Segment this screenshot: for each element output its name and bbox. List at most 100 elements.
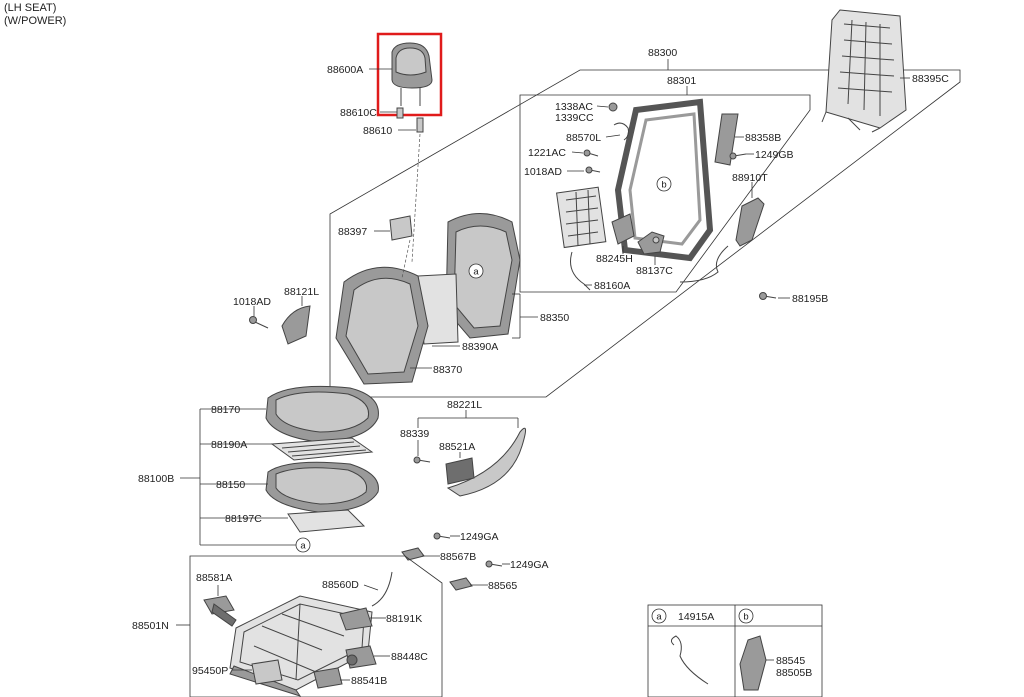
label-88570L[interactable]: 88570L <box>566 132 601 144</box>
bolt-1018AD-top <box>585 166 601 174</box>
label-14915A[interactable]: 14915A <box>678 611 714 623</box>
motor-88191K[interactable] <box>339 607 373 631</box>
label-88150[interactable]: 88150 <box>216 479 245 491</box>
label-88397[interactable]: 88397 <box>338 226 367 238</box>
bracket-88245H[interactable] <box>611 213 635 245</box>
label-88221L[interactable]: 88221L <box>447 399 482 411</box>
cover-88565[interactable] <box>449 577 473 591</box>
label-88358B[interactable]: 88358B <box>745 132 781 144</box>
label-88100B[interactable]: 88100B <box>138 473 174 485</box>
label-88137C[interactable]: 88137C <box>636 265 673 277</box>
parts-88545-88505B[interactable] <box>739 635 767 691</box>
label-88121L[interactable]: 88121L <box>284 286 319 298</box>
clip-14915A[interactable] <box>670 635 709 685</box>
svg-text:b: b <box>661 180 666 191</box>
bracket-88358B[interactable] <box>714 113 739 166</box>
bracket-88137C[interactable] <box>637 231 665 255</box>
header-w-power: (W/POWER) <box>4 15 67 27</box>
label-88190A[interactable]: 88190A <box>211 439 247 451</box>
label-88610C[interactable]: 88610C <box>340 107 377 119</box>
label-88191K[interactable]: 88191K <box>386 613 422 625</box>
module-95450P[interactable] <box>251 659 283 685</box>
label-88505B[interactable]: 88505B <box>776 667 812 679</box>
cover-88567B[interactable] <box>401 547 425 561</box>
cover-88397[interactable] <box>389 215 413 241</box>
label-95450P[interactable]: 95450P <box>192 665 228 677</box>
back-frame-88301[interactable] <box>556 98 714 262</box>
callout-b-frame: b <box>656 176 672 192</box>
leader-88570L <box>605 134 621 138</box>
label-88339[interactable]: 88339 <box>400 428 429 440</box>
label-1249GB[interactable]: 1249GB <box>755 149 794 161</box>
screw-88339 <box>413 456 431 464</box>
motor-88581A[interactable] <box>203 595 237 627</box>
cushion-cover-88170[interactable] <box>265 385 379 443</box>
side-cover-88121L[interactable] <box>281 305 311 345</box>
label-88545[interactable]: 88545 <box>776 655 805 667</box>
label-88565[interactable]: 88565 <box>488 580 517 592</box>
label-1249GA-b[interactable]: 1249GA <box>510 559 549 571</box>
callout-a-cushion: a <box>295 537 311 553</box>
motor-88541B[interactable] <box>313 667 343 689</box>
motor-88448C[interactable] <box>345 645 377 669</box>
leader-1338AC <box>596 105 609 108</box>
svg-text:a: a <box>656 612 662 623</box>
label-88170[interactable]: 88170 <box>211 404 240 416</box>
detail-table <box>647 604 823 697</box>
label-1018AD-left[interactable]: 1018AD <box>233 296 271 308</box>
leader-88560D <box>363 584 379 591</box>
label-88541B[interactable]: 88541B <box>351 675 387 687</box>
label-88195B[interactable]: 88195B <box>792 293 828 305</box>
label-88910T[interactable]: 88910T <box>732 172 768 184</box>
panel-88197C[interactable] <box>287 509 366 533</box>
highlight-box-88600A <box>376 32 443 117</box>
label-88245H[interactable]: 88245H <box>596 253 633 265</box>
label-88600A[interactable]: 88600A <box>327 64 363 76</box>
headrest-guide-88610 <box>398 117 424 263</box>
label-88370[interactable]: 88370 <box>433 364 462 376</box>
label-88300[interactable]: 88300 <box>648 47 677 59</box>
label-88390A[interactable]: 88390A <box>462 341 498 353</box>
label-88160A[interactable]: 88160A <box>594 280 630 292</box>
cable-88560D[interactable] <box>371 571 393 607</box>
group-outline-88501N <box>189 555 443 697</box>
switch-88521A[interactable] <box>445 457 475 485</box>
headrest-part[interactable] <box>391 42 433 106</box>
bolt-1249GB <box>729 152 747 160</box>
label-1338AC[interactable]: 1338AC <box>555 101 593 113</box>
back-cover-88370[interactable] <box>335 266 429 385</box>
label-88560D[interactable]: 88560D <box>322 579 359 591</box>
callout-b-table: b <box>738 608 754 624</box>
guide-88610C <box>396 107 404 119</box>
label-88567B[interactable]: 88567B <box>440 551 476 563</box>
label-88350[interactable]: 88350 <box>540 312 569 324</box>
label-1249GA-a[interactable]: 1249GA <box>460 531 499 543</box>
label-88581A[interactable]: 88581A <box>196 572 232 584</box>
label-88197C[interactable]: 88197C <box>225 513 262 525</box>
svg-text:b: b <box>743 612 748 623</box>
nut-1338AC <box>608 102 618 112</box>
back-cushion-88350[interactable] <box>445 213 521 339</box>
group-outline-88300 <box>329 69 961 398</box>
wire-88570L <box>613 122 629 141</box>
label-1221AC[interactable]: 1221AC <box>528 147 566 159</box>
label-1339CC[interactable]: 1339CC <box>555 112 594 124</box>
svg-text:a: a <box>300 541 306 552</box>
bolt-1249GA-a <box>433 532 451 540</box>
label-88521A[interactable]: 88521A <box>439 441 475 453</box>
label-88395C[interactable]: 88395C <box>912 73 949 85</box>
bolt-1249GA-b <box>485 560 503 568</box>
label-88448C[interactable]: 88448C <box>391 651 428 663</box>
label-88501N[interactable]: 88501N <box>132 620 169 632</box>
bolt-88195B <box>759 292 777 300</box>
heater-88190A[interactable] <box>270 437 374 461</box>
label-88301[interactable]: 88301 <box>667 75 696 87</box>
back-cover-88395C[interactable] <box>821 9 907 133</box>
svg-text:a: a <box>473 267 479 278</box>
cushion-pad-88150[interactable] <box>265 461 379 513</box>
airbag-88910T[interactable] <box>679 197 765 283</box>
label-88610[interactable]: 88610 <box>363 125 392 137</box>
side-shield-88221L[interactable] <box>446 427 526 497</box>
label-1018AD-top[interactable]: 1018AD <box>524 166 562 178</box>
